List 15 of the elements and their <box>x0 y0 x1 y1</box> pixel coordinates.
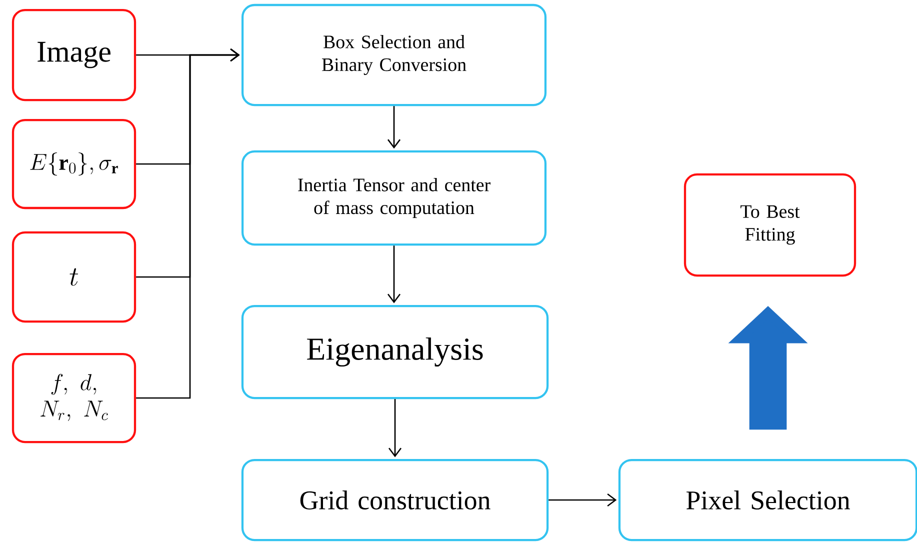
parameter-box: $E\{\mathbf{r}_0\},\sigma_{\mathbf{r}}$ <box>12 118 136 210</box>
parameter-box: $t$ <box>12 231 136 323</box>
process-box: Inertia Tensor and center of mass computation <box>241 150 547 246</box>
process-box: Box Selection and Binary Conversion <box>241 4 547 106</box>
arrow <box>387 106 401 149</box>
process-box: Eigenanalysis <box>241 304 549 400</box>
arrow <box>136 48 240 399</box>
arrow <box>387 246 401 304</box>
process-box: Pixel Selection <box>618 458 917 542</box>
arrow <box>388 399 402 458</box>
arrow <box>548 493 617 507</box>
process-box: Grid construction <box>241 458 549 542</box>
parameter-box: $\begin{array}{c} f,\ d,\\ N_r,\ N_c \end{array}$ <box>12 352 136 444</box>
output-box: To Best Fitting <box>684 173 856 277</box>
parameter-box: Image <box>12 8 136 102</box>
